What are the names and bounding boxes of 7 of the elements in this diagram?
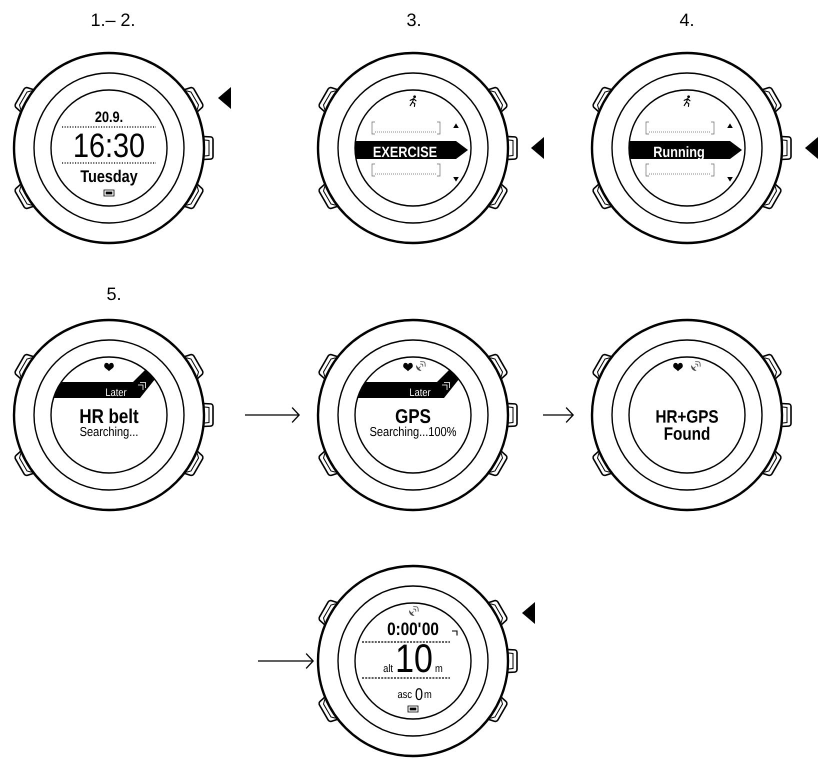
step-number: 3. [407, 13, 420, 26]
arrow [258, 653, 314, 669]
arrow [543, 407, 574, 423]
step-number: 4. [680, 14, 693, 26]
step-number: 5. [107, 288, 120, 300]
arrow [245, 407, 300, 423]
step-number: 1.– 2. [92, 13, 134, 26]
